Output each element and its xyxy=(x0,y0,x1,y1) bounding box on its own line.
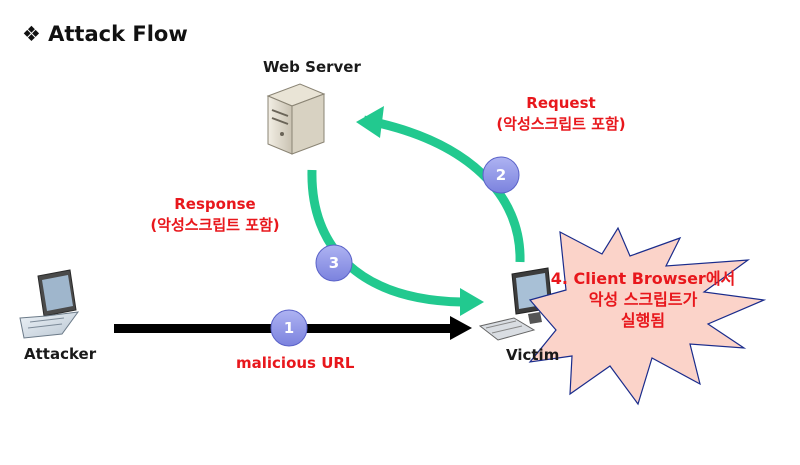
web-server-label: Web Server xyxy=(263,58,361,76)
victim-label: Victim xyxy=(506,346,560,364)
burst-line1: 4. Client Browser에서 xyxy=(550,269,736,288)
page-title: ❖ Attack Flow xyxy=(22,22,188,46)
malicious-url-label: malicious URL xyxy=(236,354,355,372)
response-label-line2: (악성스크립트 포함) xyxy=(150,216,280,234)
step-circle-1 xyxy=(270,309,308,347)
step-number-1: 1 xyxy=(283,319,295,337)
server-icon xyxy=(266,83,326,155)
burst-line2: 악성 스크립트가 xyxy=(588,290,698,309)
response-label-line1: Response xyxy=(174,195,256,213)
response-arrow xyxy=(307,169,484,316)
execution-burst xyxy=(528,226,767,406)
response-label: Response (악성스크립트 포함) xyxy=(140,194,290,236)
step-circle-3 xyxy=(315,244,353,282)
step-number-2: 2 xyxy=(495,166,507,184)
request-arrow xyxy=(356,106,525,263)
execution-burst-text: 4. Client Browser에서 악성 스크립트가 실행됨 xyxy=(548,268,738,331)
burst-line3: 실행됨 xyxy=(620,311,666,330)
laptop-icon xyxy=(19,269,80,339)
attacker-label: Attacker xyxy=(24,345,97,363)
step-circle-2 xyxy=(482,156,520,194)
step-number-3: 3 xyxy=(328,254,340,272)
request-label: Request (악성스크립트 포함) xyxy=(486,93,636,135)
request-label-line1: Request xyxy=(526,94,596,112)
request-label-line2: (악성스크립트 포함) xyxy=(496,115,626,133)
